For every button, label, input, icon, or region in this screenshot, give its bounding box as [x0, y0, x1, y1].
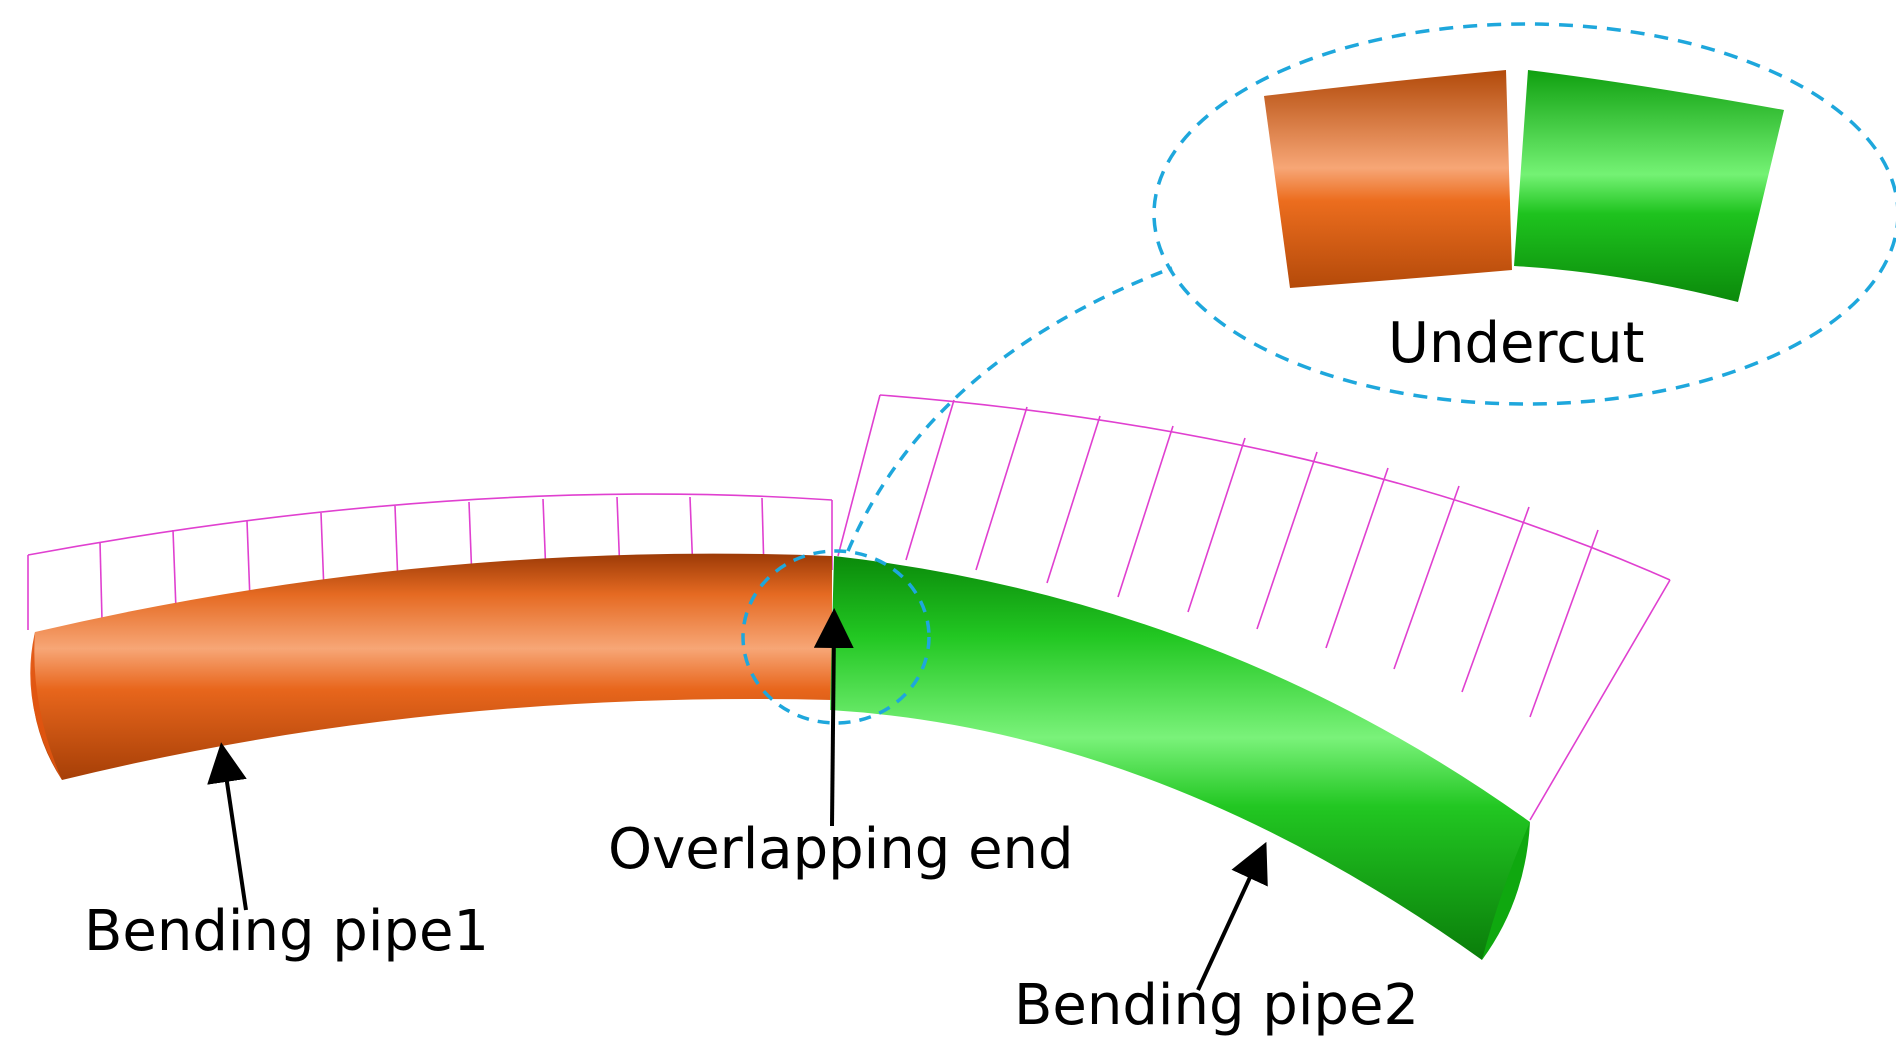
- bending-pipe2-arrow: [1196, 841, 1268, 991]
- pipe2-frame: [837, 394, 1671, 821]
- bending-pipe2-label: Bending pipe2: [1014, 973, 1419, 1038]
- overlapping-end-label: Overlapping end: [608, 817, 1074, 882]
- overlapping-end-arrow: [813, 608, 854, 827]
- overlap-circle: [741, 549, 931, 725]
- bending-pipe2-end: [1482, 822, 1530, 960]
- undercut-orange-segment: [1264, 70, 1512, 288]
- callout-connector: [846, 266, 1173, 552]
- bending-pipe1-arrow: [207, 742, 248, 911]
- undercut-label: Undercut: [1388, 311, 1645, 376]
- bending-pipe2-body: [830, 556, 1530, 960]
- undercut-green-segment: [1514, 70, 1784, 302]
- bending-pipe1-body: [31, 553, 833, 780]
- bending-pipe1-label: Bending pipe1: [84, 899, 489, 964]
- bending-pipe1-end: [30, 632, 62, 780]
